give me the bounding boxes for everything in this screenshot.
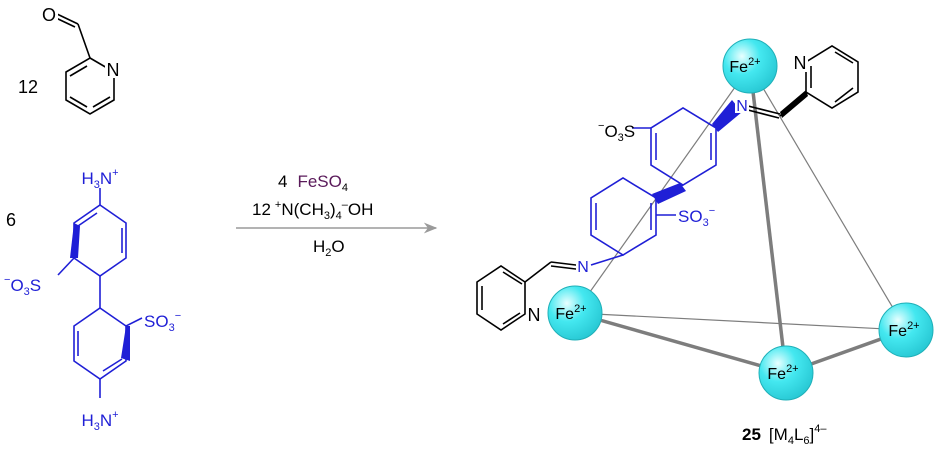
pyridine-aldehyde — [55, 13, 115, 115]
imine-nitrogen-top: N — [736, 98, 748, 115]
benzidine-disulfonate — [57, 188, 143, 398]
svg-text:Fe2+: Fe2+ — [888, 320, 919, 340]
compound-number: 25 — [742, 425, 761, 444]
imine-n-bottom-mask — [576, 258, 590, 274]
wedge-bond-left — [70, 223, 80, 258]
aldehyde-nitrogen-label: N — [107, 60, 120, 80]
product-sulfonate-upper: −O3S — [598, 120, 635, 144]
pyridyl-imine-arms — [476, 45, 859, 331]
sulfonate-left-label: −O3S — [4, 274, 41, 298]
pyridine-nitrogen-top: N — [794, 53, 807, 73]
condition-line-3: H2O — [313, 237, 345, 259]
imine-wedge-top — [712, 100, 742, 132]
aldehyde-n-mask — [105, 60, 121, 78]
bridging-ligand — [590, 107, 739, 266]
aldehyde-o-mask — [40, 5, 58, 25]
pyridine-nitrogen-bottom: N — [528, 305, 541, 325]
aldehyde-oxygen-label: O — [42, 5, 56, 25]
pyridine-bond-top — [780, 90, 808, 118]
wedge-bond-right — [121, 326, 130, 361]
aldehyde-coefficient: 12 — [18, 77, 38, 97]
sulfonate-right-label: SO3− — [144, 310, 181, 334]
biaryl-wedge — [652, 183, 686, 204]
iron-center-right: Fe2+ — [878, 302, 934, 358]
amine-bottom-label: H3N+ — [81, 409, 118, 433]
svg-text:Fe2+: Fe2+ — [729, 56, 760, 76]
product-sulfonate-mid: SO3− — [678, 205, 715, 229]
pyridine-n-bottom-mask — [526, 306, 542, 324]
iron-center-left: Fe2+ — [547, 285, 603, 341]
svg-text:Fe2+: Fe2+ — [767, 363, 798, 383]
diamine-coefficient: 6 — [6, 210, 16, 230]
condition-line-2: 12+N(CH3)4–OH — [252, 199, 373, 222]
amine-top-label: H3N+ — [81, 167, 118, 191]
iron-center-top: Fe2+ — [722, 38, 778, 94]
imine-nitrogen-bottom: N — [577, 259, 589, 276]
pyridine-n-top-mask — [792, 54, 808, 72]
iron-center-bottom: Fe2+ — [758, 345, 814, 401]
product-caption: 25[M4L6]4– — [742, 423, 827, 447]
svg-text:Fe2+: Fe2+ — [555, 303, 586, 323]
imine-n-top-mask — [735, 97, 749, 113]
